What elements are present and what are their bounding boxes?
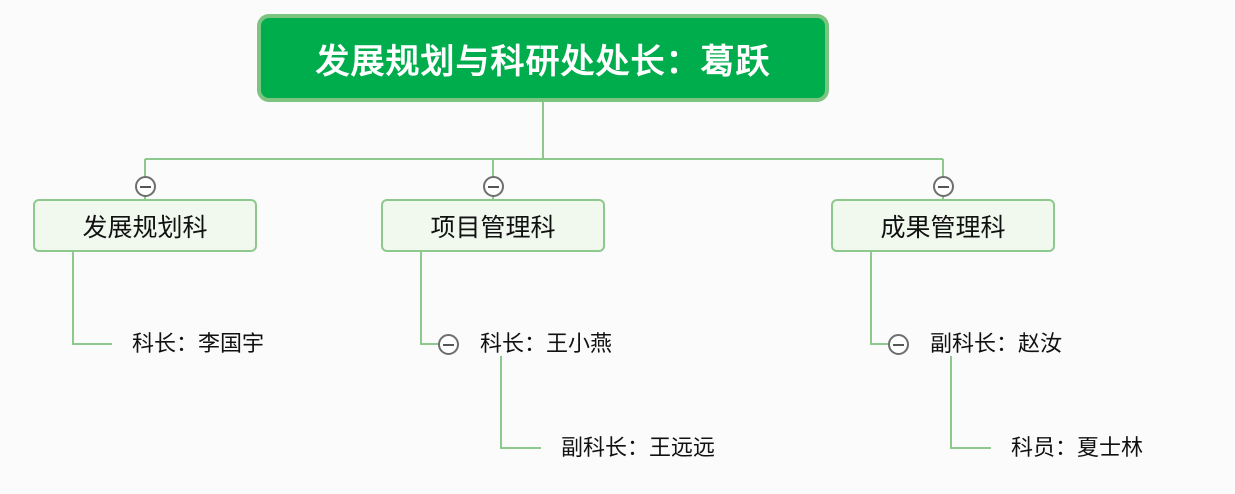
leaf-node[interactable]: 科员：夏士林 xyxy=(1011,436,1144,461)
leaf-connector-5 xyxy=(950,356,991,449)
leaf-connector-3 xyxy=(500,356,541,449)
root-connector xyxy=(144,102,944,199)
collapse-toggle-icon[interactable] xyxy=(135,176,156,197)
collapse-toggle-icon[interactable] xyxy=(438,334,459,355)
leaf-connector-4 xyxy=(870,252,888,345)
leaf-connector-2 xyxy=(420,252,438,345)
leaf-connector-1 xyxy=(72,252,112,345)
collapse-toggle-icon[interactable] xyxy=(933,176,954,197)
branch-node-achievement[interactable]: 成果管理科 xyxy=(831,199,1055,252)
collapse-toggle-icon[interactable] xyxy=(888,334,909,355)
root-node[interactable]: 发展规划与科研处处长：葛跃 xyxy=(257,14,829,102)
leaf-node[interactable]: 科长：李国宇 xyxy=(132,332,265,357)
leaf-node[interactable]: 副科长：赵汝 xyxy=(930,332,1063,357)
branch-node-planning[interactable]: 发展规划科 xyxy=(33,199,257,252)
collapse-toggle-icon[interactable] xyxy=(483,176,504,197)
branch-node-project[interactable]: 项目管理科 xyxy=(381,199,605,252)
leaf-node[interactable]: 科长：王小燕 xyxy=(480,332,613,357)
leaf-node[interactable]: 副科长：王远远 xyxy=(561,436,716,461)
